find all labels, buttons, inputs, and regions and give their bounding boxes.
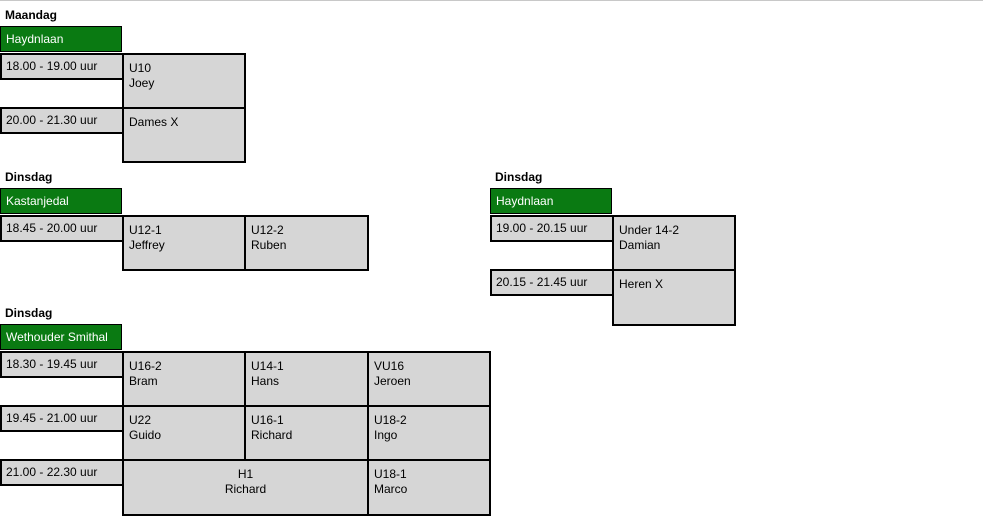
coach-name: Ingo xyxy=(374,428,398,442)
team-name: U12-1 xyxy=(129,223,162,237)
team-name: U22 xyxy=(129,413,152,427)
team-name: Heren X xyxy=(619,277,664,291)
location-header: Kastanjedal xyxy=(0,188,122,214)
location-header: Haydnlaan xyxy=(0,26,122,52)
coach-name: Damian xyxy=(619,238,661,252)
location-header: Haydnlaan xyxy=(490,188,612,214)
time-slot: 20.00 - 21.30 uur xyxy=(0,107,124,134)
location-header: Wethouder Smithal xyxy=(0,324,122,350)
time-slot: 18.30 - 19.45 uur xyxy=(0,351,124,378)
coach-name: Bram xyxy=(129,374,158,388)
coach-name: Jeffrey xyxy=(129,238,165,252)
coach-name: Richard xyxy=(224,482,267,496)
team-name: Under 14-2 xyxy=(619,223,680,237)
day-heading: Maandag xyxy=(5,8,58,22)
coach-name: Guido xyxy=(129,428,162,442)
team-name: U14-1 xyxy=(251,359,284,373)
session-cell: U16-2 Bram xyxy=(122,351,246,407)
coach-name: Hans xyxy=(251,374,280,388)
team-name: U16-2 xyxy=(129,359,162,373)
team-name: VU16 xyxy=(374,359,405,373)
session-cell: Under 14-2 Damian xyxy=(612,215,736,271)
session-cell: U10 Joey xyxy=(122,53,246,109)
team-name: H1 xyxy=(237,467,254,481)
coach-name: Joey xyxy=(129,76,155,90)
time-slot: 19.00 - 20.15 uur xyxy=(490,215,614,242)
team-name: U10 xyxy=(129,61,152,75)
session-cell: U12-1 Jeffrey xyxy=(122,215,246,271)
day-heading: Dinsdag xyxy=(5,170,53,184)
session-cell: H1 Richard xyxy=(122,459,369,516)
time-slot: 20.15 - 21.45 uur xyxy=(490,269,614,296)
coach-name: Marco xyxy=(374,482,408,496)
coach-name: Ruben xyxy=(251,238,287,252)
session-cell: U22 Guido xyxy=(122,405,246,461)
time-slot: 21.00 - 22.30 uur xyxy=(0,459,124,486)
session-cell: U14-1 Hans xyxy=(244,351,369,407)
team-name: Dames X xyxy=(129,115,179,129)
coach-name: Jeroen xyxy=(374,374,411,388)
top-divider xyxy=(0,0,983,1)
time-slot: 18.00 - 19.00 uur xyxy=(0,53,124,80)
time-slot: 18.45 - 20.00 uur xyxy=(0,215,124,242)
session-cell: Heren X xyxy=(612,269,736,326)
day-heading: Dinsdag xyxy=(5,306,53,320)
session-cell: U16-1 Richard xyxy=(244,405,369,461)
session-cell: U18-1 Marco xyxy=(367,459,491,516)
session-cell: U18-2 Ingo xyxy=(367,405,491,461)
day-heading: Dinsdag xyxy=(495,170,543,184)
session-cell: U12-2 Ruben xyxy=(244,215,369,271)
session-cell: VU16 Jeroen xyxy=(367,351,491,407)
time-slot: 19.45 - 21.00 uur xyxy=(0,405,124,432)
team-name: U12-2 xyxy=(251,223,284,237)
team-name: U18-2 xyxy=(374,413,407,427)
session-cell: Dames X xyxy=(122,107,246,163)
team-name: U18-1 xyxy=(374,467,407,481)
team-name: U16-1 xyxy=(251,413,284,427)
coach-name: Richard xyxy=(251,428,293,442)
